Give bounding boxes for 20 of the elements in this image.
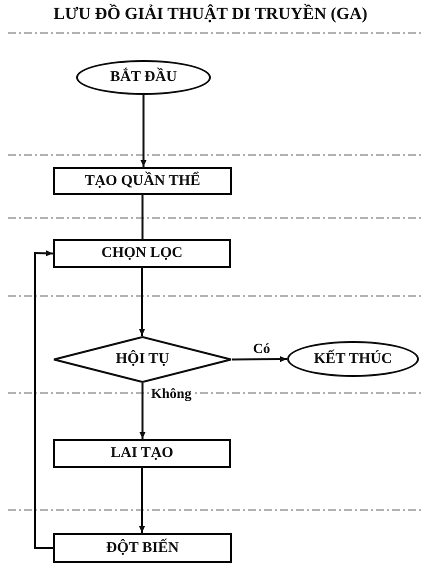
arrow xyxy=(139,468,145,533)
node-text: TẠO QUẦN THỂ xyxy=(84,172,200,190)
decision-diamond xyxy=(53,336,232,383)
arrow xyxy=(140,383,146,439)
process-box xyxy=(53,239,231,268)
node-text: BẮT ĐẦU xyxy=(110,69,177,86)
diagram-title: LƯU ĐỒ GIẢI THUẬT DI TRUYỀN (GA) xyxy=(52,4,368,24)
process-box xyxy=(53,533,232,563)
arrow xyxy=(34,250,54,549)
edge-label: Không xyxy=(150,387,192,403)
node-text: ĐỘT BIẾN xyxy=(106,540,179,556)
node-text: LAI TẠO xyxy=(110,445,174,462)
process-box xyxy=(53,167,232,195)
node-text: KẾT THÚC xyxy=(314,350,392,368)
node-text: HỘI TỤ xyxy=(116,351,170,368)
arrow xyxy=(140,95,146,167)
arrow xyxy=(139,268,145,336)
node-text: CHỌN LỌC xyxy=(101,245,183,262)
process-box xyxy=(53,439,231,468)
arrow xyxy=(232,356,288,362)
